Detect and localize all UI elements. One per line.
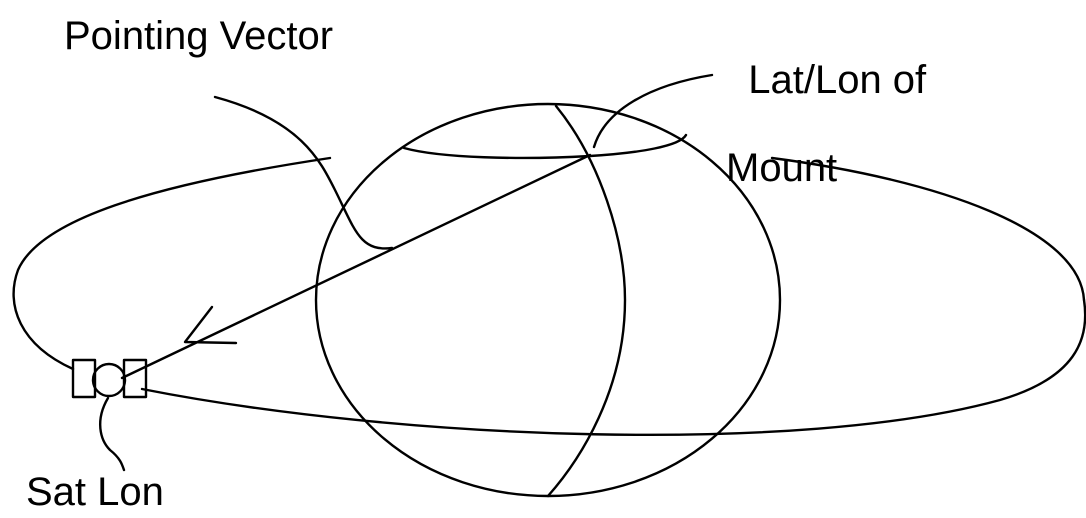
pointing-vector-line xyxy=(120,153,592,380)
latlon-label-line1: Lat/Lon of xyxy=(748,58,927,102)
latlon-leader xyxy=(592,73,714,149)
pointing-vector-arrowhead xyxy=(183,305,238,345)
solar-panel-right xyxy=(122,358,148,399)
orbit-left-arc xyxy=(12,156,332,371)
satellite-icon xyxy=(71,358,148,399)
latlon-of-mount-label: Lat/Lon of Mount xyxy=(726,14,926,234)
sat-lon-label: Sat Lon xyxy=(26,470,164,514)
orbit-right-arc xyxy=(770,156,1086,302)
pointing-vector-label: Pointing Vector xyxy=(64,14,334,58)
latlon-label-line2: Mount xyxy=(726,146,838,190)
meridian-line xyxy=(546,104,627,498)
satellite-body xyxy=(91,362,127,398)
globe xyxy=(314,102,782,498)
latitude-line xyxy=(402,133,688,160)
satlon-leader xyxy=(99,396,126,472)
orbit-front-arc xyxy=(140,298,1086,437)
solar-panel-left xyxy=(71,358,97,399)
pointing-vector-leader xyxy=(213,95,394,250)
